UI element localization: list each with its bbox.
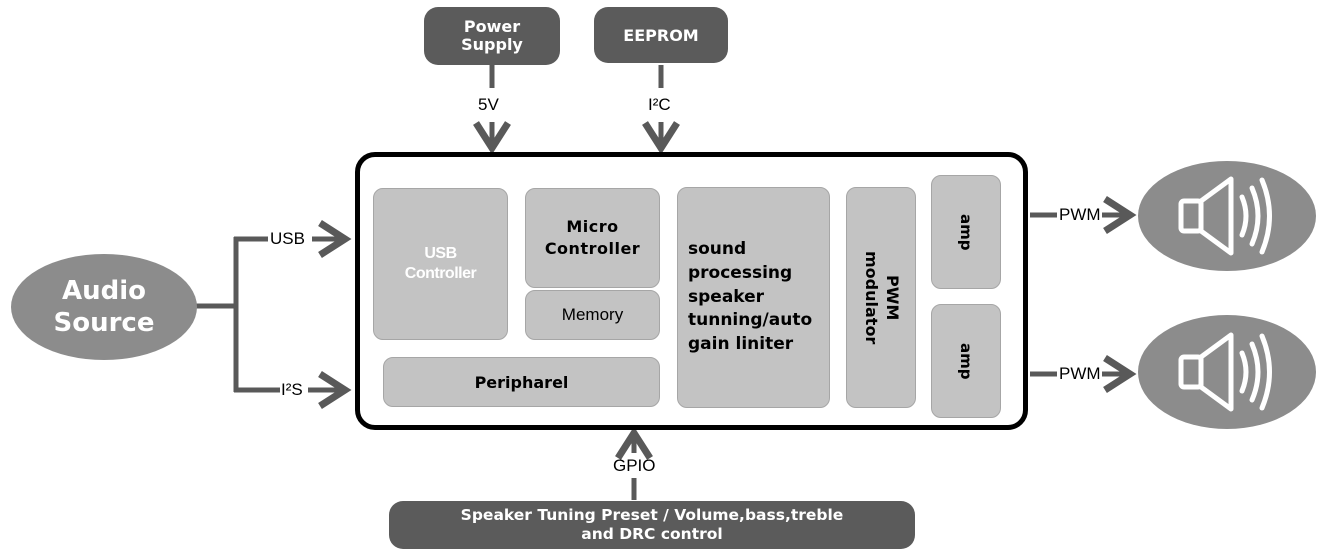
amp-bottom-label: amp (957, 342, 975, 380)
pwm-modulator-label: PWM modulator (862, 250, 902, 345)
speaker-bottom (1138, 315, 1316, 429)
label-i2s: I²S (281, 380, 303, 399)
label-pwm-bottom: PWM (1059, 364, 1101, 383)
amp-bottom-block: amp (931, 304, 1001, 418)
label-pwm-top: PWM (1059, 205, 1101, 224)
label-gpio: GPIO (613, 456, 656, 475)
amp-top-label: amp (957, 213, 975, 251)
speaker-control-label: Speaker Tuning Preset / Volume,bass,treb… (460, 505, 844, 543)
sound-processing-label: sound processing speaker tunning/auto ga… (688, 239, 813, 355)
power-supply-label: Power Supply (461, 16, 523, 54)
audio-source-label: Audio Source (53, 275, 155, 339)
usb-controller-block: USB Controller (373, 188, 508, 340)
micro-controller-block: Micro Controller (525, 188, 660, 288)
usb-controller-label: USB Controller (404, 245, 477, 282)
memory-label: Memory (561, 305, 624, 324)
pwm-modulator-block: PWM modulator (846, 187, 916, 408)
power-supply-box: Power Supply (424, 7, 560, 65)
micro-controller-label: Micro Controller (544, 217, 641, 258)
eeprom-box: EEPROM (594, 7, 728, 63)
label-usb: USB (270, 229, 305, 248)
sound-processing-block: sound processing speaker tunning/auto ga… (677, 187, 830, 408)
label-5v: 5V (478, 95, 499, 114)
label-i2c: I²C (648, 95, 671, 114)
peripheral-label: Peripharel (474, 372, 569, 392)
speaker-bottom-icon (1178, 332, 1272, 412)
speaker-top (1138, 161, 1316, 271)
peripheral-block: Peripharel (383, 357, 660, 407)
speaker-top-icon (1178, 176, 1272, 256)
audio-source-ellipse: Audio Source (11, 254, 197, 360)
amp-top-block: amp (931, 175, 1001, 289)
eeprom-label: EEPROM (623, 25, 699, 45)
memory-block: Memory (525, 290, 660, 340)
speaker-control-box: Speaker Tuning Preset / Volume,bass,treb… (389, 501, 915, 549)
